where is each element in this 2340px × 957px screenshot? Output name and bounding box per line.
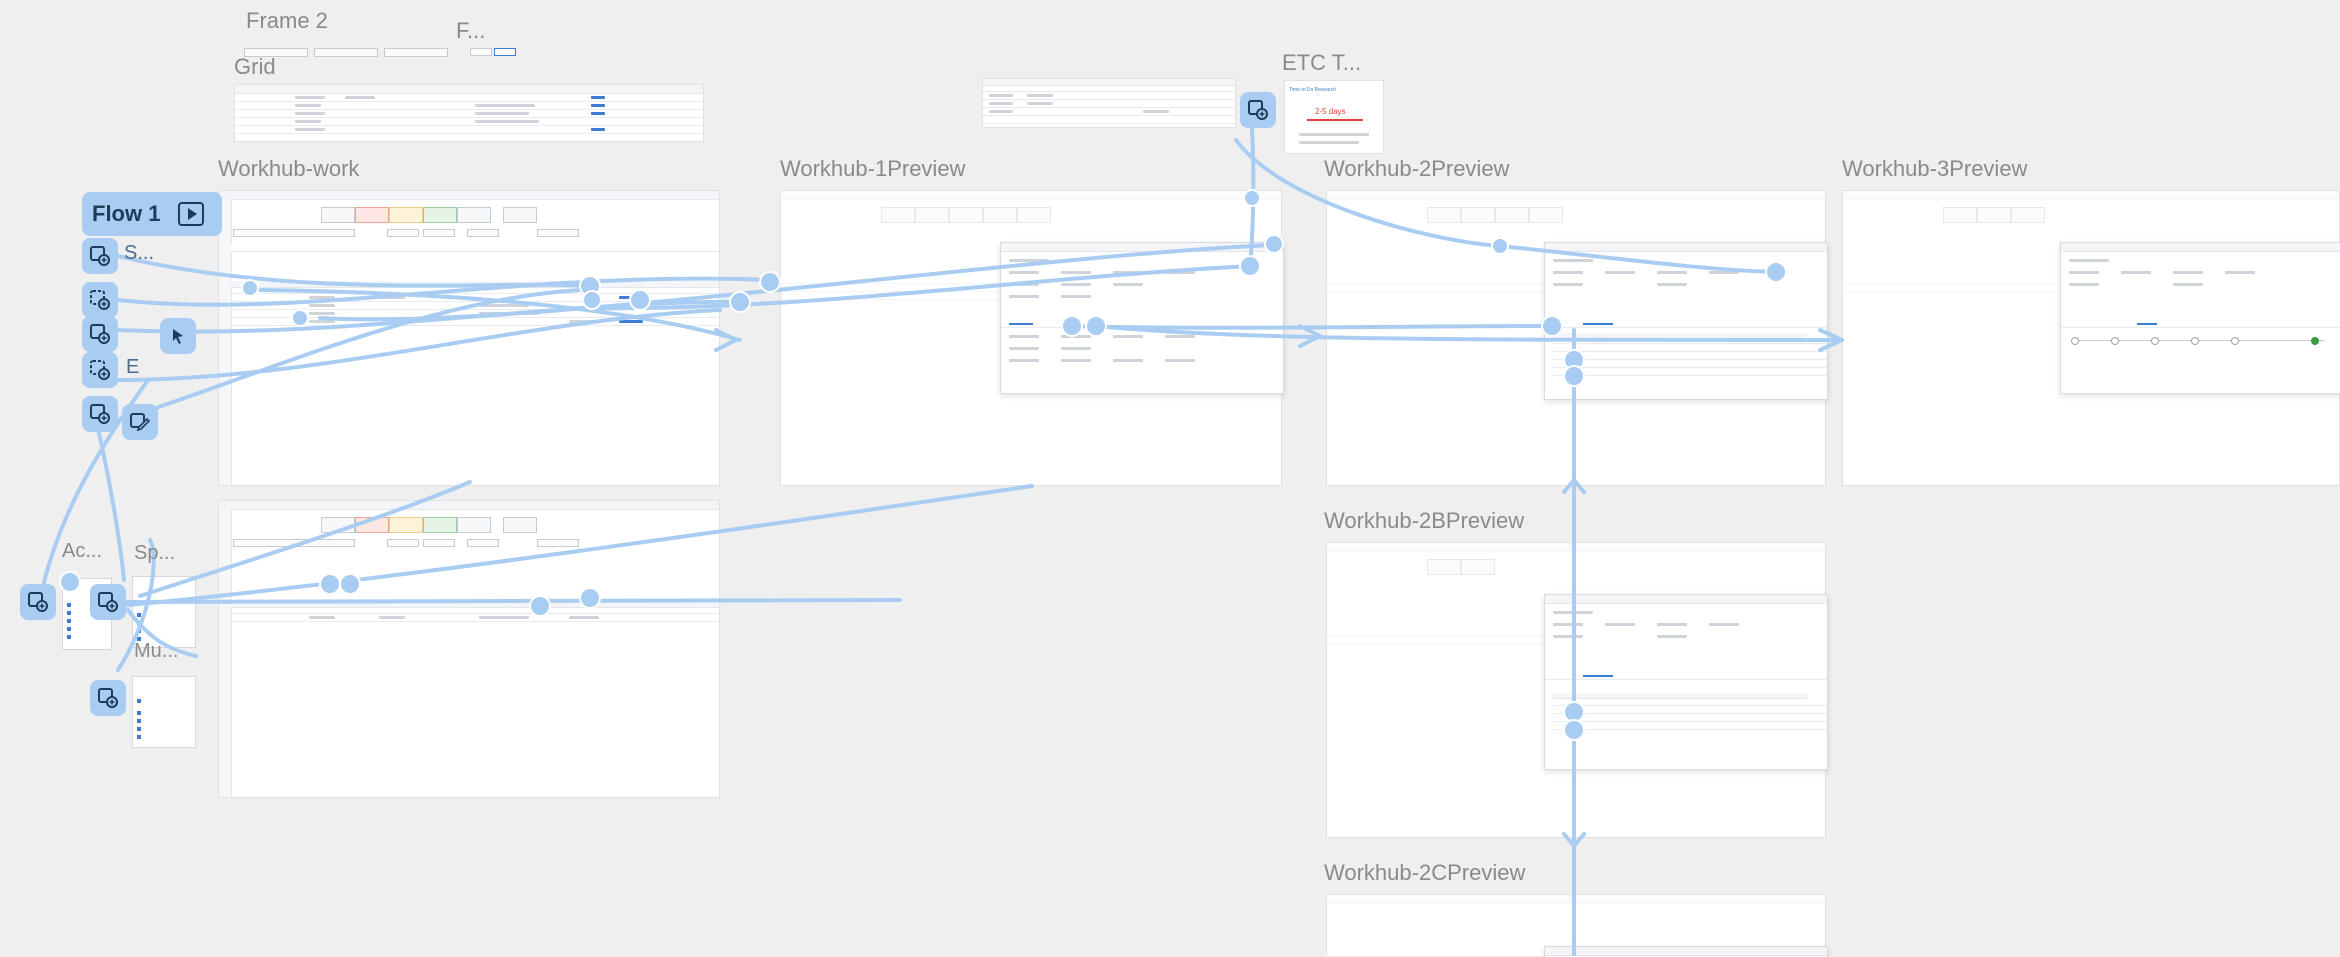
etc-card[interactable]: Time to Do Research 2-5 days <box>1284 80 1384 154</box>
window-titlebar <box>219 501 719 510</box>
frame-label-workhub-2cpreview[interactable]: Workhub-2CPreview <box>1324 860 1526 885</box>
stepper-track <box>2075 340 2325 341</box>
stepper-step <box>2191 337 2199 345</box>
kpi-tile[interactable] <box>389 207 423 223</box>
frame2-filters <box>244 40 554 62</box>
frame-label-workhub-work-top[interactable]: Workhub-work <box>218 156 360 181</box>
kpi-tile[interactable] <box>503 207 537 223</box>
add-section-icon[interactable] <box>82 316 118 352</box>
stepper-step-active <box>2311 337 2319 345</box>
kpi-tile[interactable] <box>321 207 355 223</box>
filter-button[interactable] <box>470 48 492 56</box>
etc-table-frame[interactable] <box>982 78 1236 128</box>
popup-panel[interactable] <box>132 576 196 648</box>
popup-panel[interactable] <box>132 676 196 748</box>
tab-active[interactable] <box>1009 323 1033 325</box>
cursor-action-icon[interactable] <box>160 318 196 354</box>
edit-section-icon[interactable] <box>122 404 158 440</box>
kpi-tile[interactable] <box>321 517 355 533</box>
workhub-work-bottom-frame[interactable] <box>218 500 720 798</box>
frame-label-workhub-3preview[interactable]: Workhub-3Preview <box>1842 156 2028 181</box>
filter-select[interactable] <box>314 48 378 57</box>
canvas-label[interactable]: Sp... <box>134 542 176 564</box>
kpi-tile[interactable] <box>355 517 389 533</box>
table-header <box>231 281 719 288</box>
table-header <box>231 601 719 608</box>
stepper-step <box>2071 337 2079 345</box>
frame-label-f[interactable]: F... <box>456 18 486 43</box>
filter-select[interactable] <box>384 48 448 57</box>
connector-handle <box>759 271 781 293</box>
canvas-label[interactable]: S... <box>124 242 155 264</box>
frame-label-workhub-2bpreview[interactable]: Workhub-2BPreview <box>1324 508 1525 533</box>
add-section-icon[interactable] <box>82 352 118 388</box>
add-section-icon[interactable] <box>82 282 118 318</box>
workhub-work-top-frame[interactable] <box>218 190 720 486</box>
sidebar <box>219 199 232 485</box>
stepper-step <box>2151 337 2159 345</box>
tab-active[interactable] <box>1583 323 1613 325</box>
frame-label-workhub-1preview[interactable]: Workhub-1Preview <box>780 156 966 181</box>
window-titlebar <box>219 191 719 200</box>
play-icon[interactable] <box>178 202 205 226</box>
add-section-icon[interactable] <box>90 584 126 620</box>
filter-bar[interactable] <box>233 539 355 547</box>
add-section-icon[interactable] <box>82 396 118 432</box>
tab-active[interactable] <box>2137 323 2157 325</box>
add-section-icon[interactable] <box>1240 92 1276 128</box>
grid-header <box>235 85 703 94</box>
arrowhead <box>1298 324 1322 348</box>
add-section-icon[interactable] <box>82 238 118 274</box>
etc-card-value: 2-5 days <box>1315 107 1346 116</box>
add-section-icon[interactable] <box>20 584 56 620</box>
canvas-label[interactable]: E <box>126 356 140 378</box>
preview-modal[interactable] <box>1544 946 1828 957</box>
filter-bar[interactable] <box>233 229 355 237</box>
preview-modal[interactable] <box>2060 242 2340 394</box>
canvas-label[interactable]: Mu... <box>134 640 179 662</box>
add-section-icon[interactable] <box>90 680 126 716</box>
preview-modal[interactable] <box>1544 594 1828 770</box>
kpi-tile[interactable] <box>457 207 491 223</box>
flow-label: Flow 1 <box>92 201 161 226</box>
filter-select[interactable] <box>244 48 308 57</box>
kpi-tile[interactable] <box>355 207 389 223</box>
tab-active[interactable] <box>1583 675 1613 677</box>
stepper-step <box>2231 337 2239 345</box>
kpi-tile[interactable] <box>457 517 491 533</box>
flow-start-chip[interactable]: Flow 1 <box>82 192 222 236</box>
kpi-tile[interactable] <box>389 517 423 533</box>
frame-label-grid[interactable]: Grid <box>234 54 276 79</box>
etc-card-range <box>1307 119 1363 121</box>
connector-handle <box>729 291 751 313</box>
kpi-tile[interactable] <box>423 207 457 223</box>
preview-modal[interactable] <box>1000 242 1284 394</box>
kpi-tile[interactable] <box>423 517 457 533</box>
filter-button[interactable] <box>494 48 516 56</box>
sidebar <box>219 509 232 797</box>
stepper-step <box>2111 337 2119 345</box>
workhub-2cpreview-frame[interactable] <box>1326 894 1826 956</box>
grid-frame[interactable] <box>234 84 704 142</box>
preview-modal[interactable] <box>1544 242 1828 400</box>
canvas-label[interactable]: Ac... <box>62 540 103 562</box>
frame-label-etc[interactable]: ETC T... <box>1282 50 1362 75</box>
etc-card-title: Time to Do Research <box>1289 87 1337 93</box>
frame-label-workhub-2preview[interactable]: Workhub-2Preview <box>1324 156 1510 181</box>
kpi-tile[interactable] <box>503 517 537 533</box>
frame-label-frame2[interactable]: Frame 2 <box>246 8 328 33</box>
